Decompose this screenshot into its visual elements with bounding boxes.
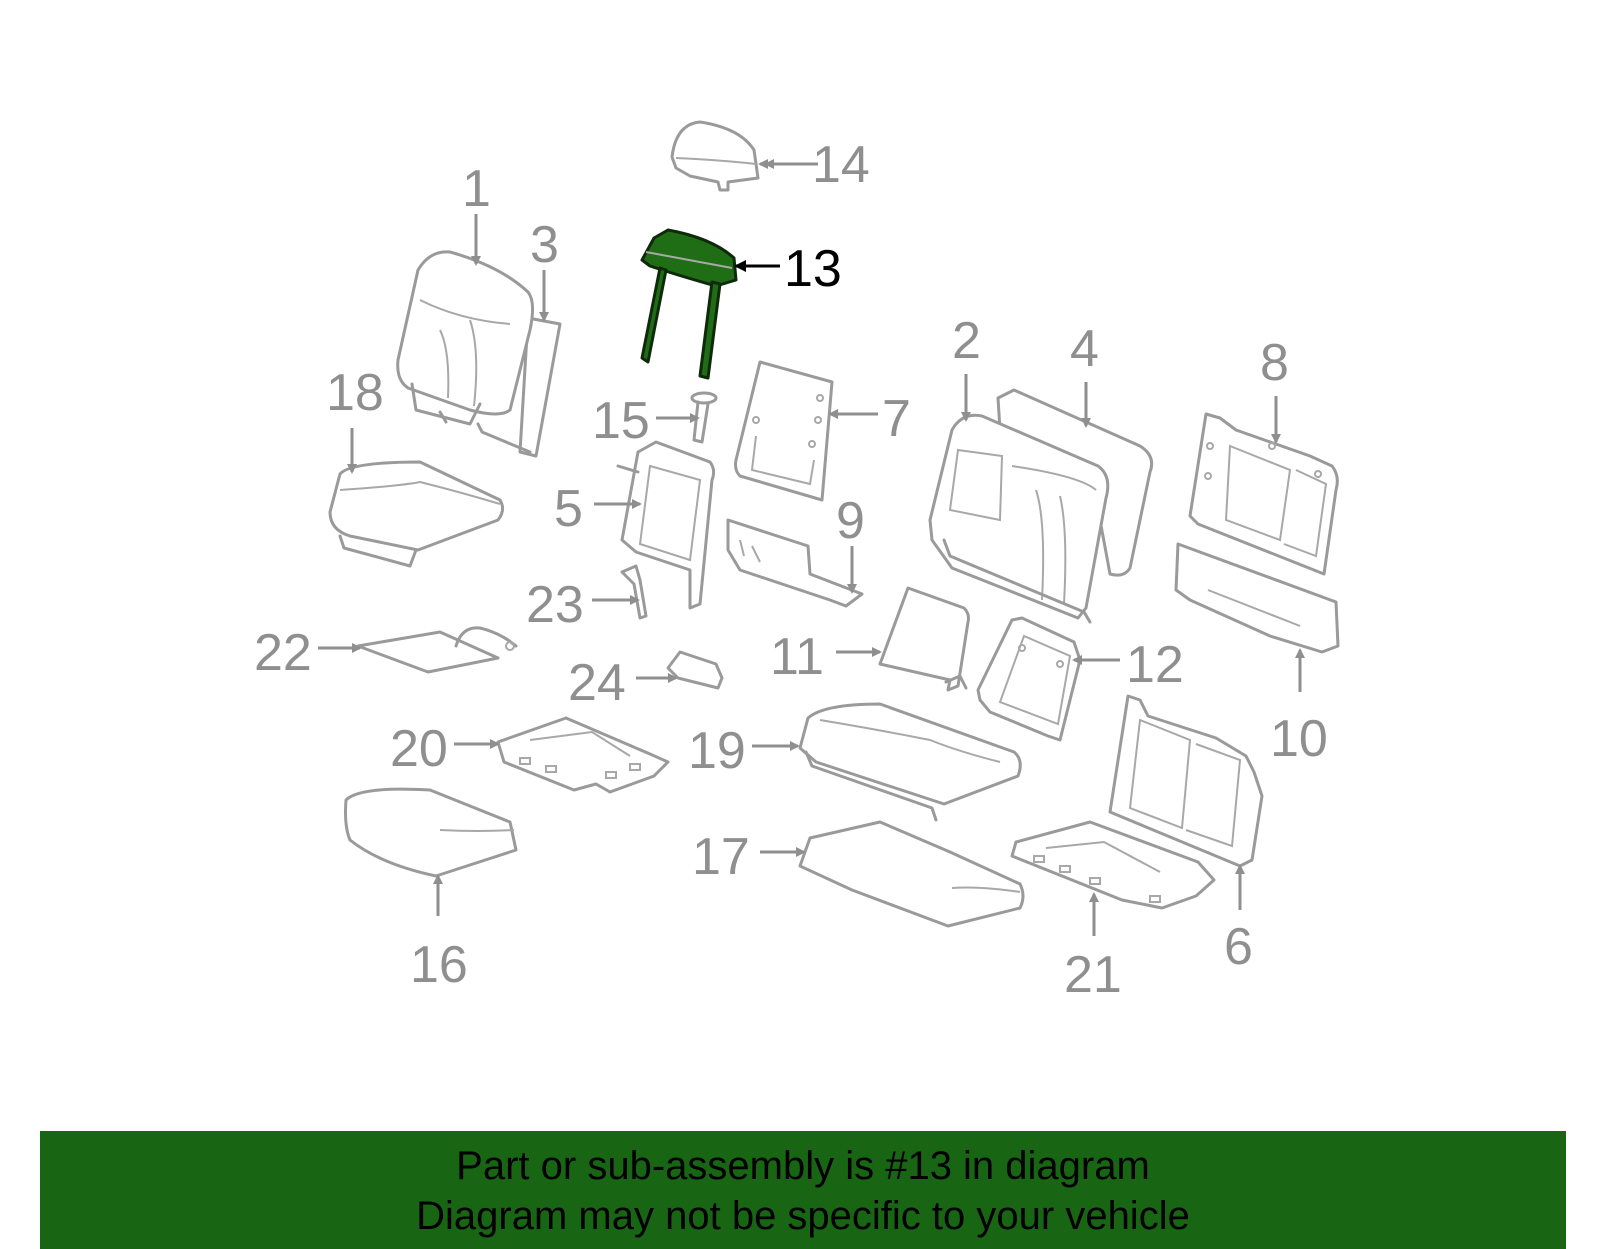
callout-13: 13 <box>784 240 842 298</box>
callout-15: 15 <box>592 392 650 450</box>
part-9-trim-panel <box>726 518 864 608</box>
callout-11: 11 <box>770 628 824 686</box>
callout-7: 7 <box>882 390 911 448</box>
callout-12: 12 <box>1126 636 1184 694</box>
part-21-seat-cushion-frame <box>1010 820 1216 910</box>
callout-5: 5 <box>554 480 583 538</box>
part-16-seat-cushion-pad <box>344 787 518 878</box>
callout-24: 24 <box>568 654 626 712</box>
callout-17: 17 <box>692 828 750 886</box>
callout-1: 1 <box>462 160 491 218</box>
part-11-seat-back-panel-small <box>878 586 970 692</box>
part-6-seat-frame-side <box>1108 694 1264 868</box>
callout-23: 23 <box>526 576 584 634</box>
leader-arrows <box>318 159 1305 936</box>
callout-2: 2 <box>952 312 981 370</box>
callout-21: 21 <box>1064 946 1122 1004</box>
part-22-heater-pad <box>356 626 518 674</box>
banner-line-2: Diagram may not be specific to your vehi… <box>416 1194 1190 1238</box>
part-5-seat-back-frame <box>616 440 716 610</box>
callout-8: 8 <box>1260 334 1289 392</box>
callout-3: 3 <box>530 216 559 274</box>
part-1-seat-back-left <box>396 250 562 458</box>
callout-20: 20 <box>390 720 448 778</box>
part-23-bracket <box>620 564 648 620</box>
part-20-cushion-frame <box>496 716 670 794</box>
part-13-headrest-highlighted <box>640 228 738 380</box>
part-7-back-panel <box>734 360 834 502</box>
callout-4: 4 <box>1070 320 1099 378</box>
callout-22: 22 <box>254 624 312 682</box>
callout-14: 14 <box>812 136 870 194</box>
part-19-seat-cushion-right <box>798 702 1022 822</box>
part-12-seat-back-frame-small <box>976 616 1082 742</box>
callout-19: 19 <box>688 722 746 780</box>
part-8-seat-back-frame-right <box>1188 412 1339 576</box>
callout-6: 6 <box>1224 918 1253 976</box>
info-banner: Part or sub-assembly is #13 in diagram D… <box>40 1131 1566 1249</box>
callout-16: 16 <box>410 936 468 994</box>
part-10-lower-trim-panel <box>1174 542 1340 654</box>
banner-line-1: Part or sub-assembly is #13 in diagram <box>456 1144 1150 1188</box>
callout-labels: 14 13 1 3 18 15 7 5 9 23 22 24 20 16 17 … <box>254 136 1328 1004</box>
part-17-seat-cushion-pad-right <box>798 820 1025 928</box>
part-18-seat-cushion-left <box>328 460 505 568</box>
part-14-headrest <box>670 120 760 192</box>
part-24-pad <box>666 650 724 690</box>
callout-18: 18 <box>326 364 384 422</box>
part-2-seat-back-right <box>928 413 1110 624</box>
callout-9: 9 <box>836 492 865 550</box>
callout-10: 10 <box>1270 710 1328 768</box>
